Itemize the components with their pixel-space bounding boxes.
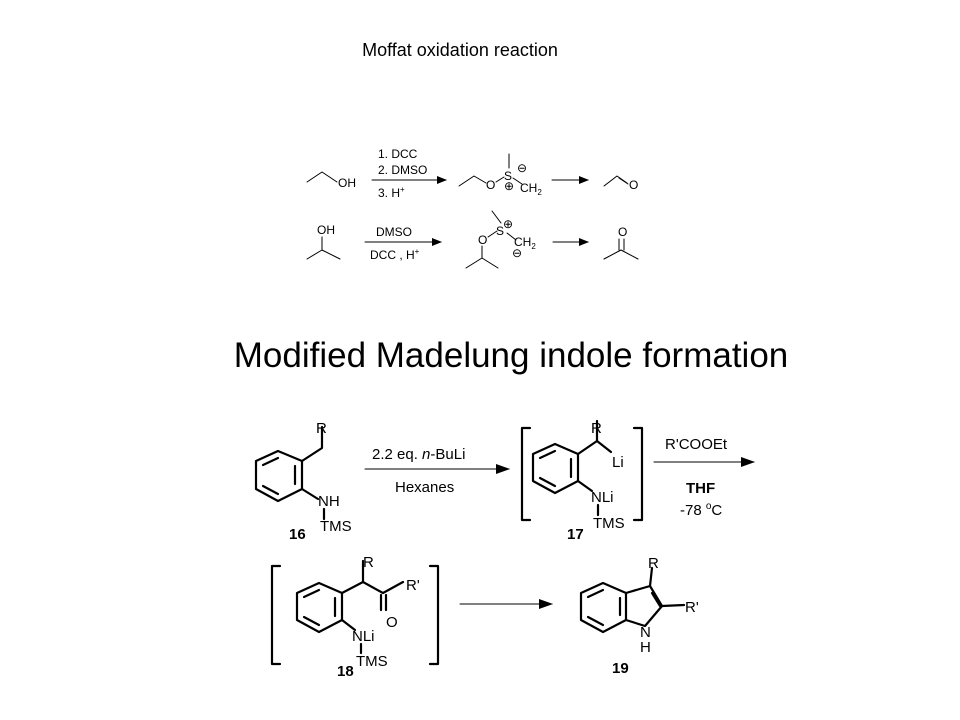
tms-label: TMS [356,653,388,670]
pyrrole-ring [624,584,664,628]
compound-17: R Li NLi TMS 17 [520,419,644,543]
tms-label: TMS [320,518,352,535]
condition-dcc-acid: DCC , H+ [370,247,420,262]
ring-double-bond [586,588,605,599]
moffat-row2: OH DMSO DCC , H+ O S ⊕ CH2 ⊖ O [306,210,639,269]
benzyl-chain [300,425,324,463]
solvent-hexanes: Hexanes [395,479,454,496]
c-n-bond [576,479,594,493]
compound-number: 17 [567,526,584,543]
condition-acid: 3. H+ [378,185,405,200]
acetaldehyde-o-label: O [629,178,638,192]
reagent-nbuli: 2.2 eq. n-BuLi [372,446,465,463]
condition-dmso: DMSO [376,225,412,239]
left-bracket [270,564,282,666]
ring-double-bond [302,588,321,599]
condition-dcc: 1. DCC [378,147,418,161]
sulfonium-s-label: S [504,169,512,183]
compound-18: R R' O NLi TMS 18 [270,554,440,680]
c-n-bond [300,487,320,501]
c-n-bond [340,618,357,632]
li-label: Li [612,454,624,471]
compound-number: 18 [337,663,354,680]
sulfonium-ethyl [458,175,487,187]
o-s-bond [487,230,498,238]
s-ch2-bond [506,232,517,241]
sulfonium-ch2-label: CH2 [520,181,542,197]
acetone-skeleton [603,249,639,260]
compound-16: R NH TMS 16 [254,420,352,543]
minus-charge: ⊖ [512,246,522,260]
ring-double-bond [261,456,280,467]
plus-charge: ⊕ [503,217,513,231]
ring-double-bond [586,615,605,627]
r-label: R [648,555,659,572]
solvent-thf: THF [686,480,715,497]
sulfonium-s-label: S [496,224,504,238]
r-label: R [316,420,327,437]
sulfonium-ch2-label: CH2 [514,235,536,251]
plus-charge: ⊕ [504,179,514,193]
isopropyl-skeleton [465,257,499,269]
madelung-title: Modified Madelung indole formation [233,336,789,375]
ring-double-bond [261,484,280,496]
nli-label: NLi [591,489,614,506]
isopropanol-skeleton [306,249,341,260]
compound-number: 19 [612,660,629,677]
temperature: -78 oC [680,501,722,519]
r-label: R [591,420,602,437]
left-bracket [520,426,532,522]
minus-charge: ⊖ [517,161,527,175]
ethanol-skeleton [306,171,338,183]
o-s-bond [495,176,505,183]
right-bracket [428,564,440,666]
acetone-o-label: O [618,225,627,239]
step1: 2.2 eq. n-BuLi Hexanes [364,446,510,496]
carbonyl-double-bond [618,177,629,185]
ethanol-oh-label: OH [338,176,356,190]
c2-rprime-bond [660,603,686,608]
condition-dmso: 2. DMSO [378,163,427,177]
isopropanol-oh-label: OH [317,223,335,237]
r-prime-label: R' [406,577,420,594]
right-bracket [632,426,644,522]
sulfonium-o-label: O [478,233,487,247]
moffat-row1: OH 1. DCC 2. DMSO 3. H+ O S CH2 ⊕ ⊖ O [306,147,638,200]
ring-double-bond [302,615,321,627]
ring-double-bond [538,476,557,488]
h-label: H [640,639,651,656]
c3-r-bond [648,566,654,588]
sulfonium-o-label: O [486,178,495,192]
compound-19: R R' N H 19 [579,555,699,677]
moffat-title: Moffat oxidation reaction [362,40,558,60]
c-li-bond [595,439,613,454]
r-prime-label: R' [685,599,699,616]
s-methyl-bond [491,210,502,224]
s-ch2-bond [512,177,523,185]
pyrrole-double-bond [650,591,662,608]
tms-label: TMS [593,515,625,532]
o-label: O [386,614,398,631]
nli-label: NLi [352,628,375,645]
alpha-carbon-chain [340,559,365,595]
step2: R'COOEt THF -78 oC [653,436,755,519]
nh-label: NH [318,493,340,510]
reagent-ester: R'COOEt [665,436,728,453]
ketone-chain [361,580,405,595]
n-label: N [640,624,651,641]
ring-double-bond [538,449,557,460]
r-label: R [363,554,374,571]
compound-number: 16 [289,526,306,543]
